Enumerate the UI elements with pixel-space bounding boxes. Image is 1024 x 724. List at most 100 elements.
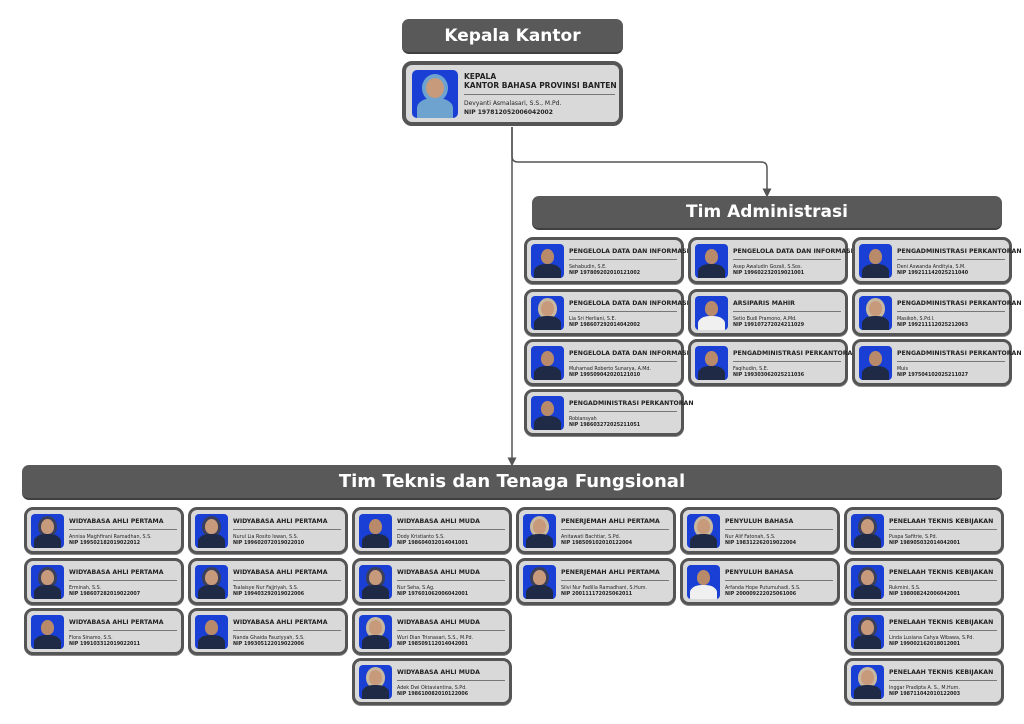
person-nip: NIP 199211142025211040 <box>897 271 969 276</box>
person-name: Deni Aswanda Andityia, S.M. <box>897 265 966 270</box>
person-photo <box>859 244 892 278</box>
person-nip: NIP 199602232019021001 <box>733 271 805 276</box>
member-card: ARSIPARIS MAHIR Setio Budi Pramono, A.Md.… <box>688 289 848 336</box>
person-nip: NIP 198610082010122006 <box>397 692 469 697</box>
position-title: ARSIPARIS MAHIR <box>733 300 841 312</box>
person-name: Muhamad Roberto Sunarya, A.Md. <box>569 367 651 372</box>
person-nip: NIP 200009222025061006 <box>725 592 797 597</box>
person-name: Nanda Ghaida Fauziyyah, S.S. <box>233 636 305 641</box>
person-photo <box>195 565 228 599</box>
person-name: Masikoh, S.Pd.I. <box>897 317 935 322</box>
section-header-kepala-kantor: Kepala Kantor <box>402 19 623 54</box>
member-card: WIDYABASA AHLI MUDA Wuri Dian Trisnasari,… <box>352 608 512 655</box>
person-photo <box>195 514 228 548</box>
position-title: PENGADMINISTRASI PERKANTORAN <box>897 350 1022 362</box>
person-nip: NIP 198607282019022007 <box>69 592 141 597</box>
person-photo <box>695 346 728 380</box>
person-nip: NIP 200111172025062011 <box>561 592 633 597</box>
position-title: PENGELOLA DATA DAN INFORMASI <box>733 248 853 260</box>
position-title: KEPALA <box>464 72 497 81</box>
position-title: PENELAAH TEKNIS KEBIJAKAN <box>889 619 997 631</box>
position-title: PENGELOLA DATA DAN INFORMASI <box>569 248 689 260</box>
person-nip: NIP 198603272025211051 <box>569 423 641 428</box>
person-name: Setio Budi Pramono, A.Md. <box>733 317 797 322</box>
member-card: PENELAAH TEKNIS KEBIJAKAN Puspa Safitrie,… <box>844 507 1004 554</box>
position-title: PENELAAH TEKNIS KEBIJAKAN <box>889 518 997 530</box>
position-title: PENGADMINISTRASI PERKANTORAN <box>897 300 1022 312</box>
position-title: WIDYABASA AHLI PERTAMA <box>69 518 177 530</box>
person-name: Lia Sri Herliani, S.E. <box>569 317 617 322</box>
person-nip: NIP 197504102025211027 <box>897 373 969 378</box>
person-photo <box>531 396 564 430</box>
member-card: WIDYABASA AHLI PERTAMA Nurul Lia Rosito I… <box>188 507 348 554</box>
person-name: Asep Awaludin Gozali, S.Sos. <box>733 265 802 270</box>
person-nip: NIP 197809202010121002 <box>569 271 641 276</box>
member-card: PENGADMINISTRASI PERKANTORAN Masikoh, S.P… <box>852 289 1022 336</box>
person-nip: NIP 198312262019022004 <box>725 541 797 546</box>
position-title: PENERJEMAH AHLI PERTAMA <box>561 569 669 581</box>
person-photo <box>359 565 392 599</box>
person-name: Nurul Lia Rosito Iswan, S.S. <box>233 535 299 540</box>
person-name: Devyanti Asmalasari, S.S., M.Pd. <box>464 100 562 107</box>
member-card: PENGADMINISTRASI PERKANTORAN Faqihudin, S… <box>688 339 858 386</box>
person-photo <box>31 565 64 599</box>
person-nip: NIP 198509112014042001 <box>397 642 469 647</box>
position-title: WIDYABASA AHLI MUDA <box>397 619 505 631</box>
person-photo <box>359 514 392 548</box>
person-photo <box>531 296 564 330</box>
member-card: PENERJEMAH AHLI PERTAMA Silvi Nur Fadilla… <box>516 558 676 605</box>
person-photo <box>695 244 728 278</box>
person-name: Robiansyah <box>569 417 597 422</box>
person-nip: NIP 198905032014042001 <box>889 541 961 546</box>
person-nip: NIP 198509102010122004 <box>561 541 633 546</box>
person-photo <box>195 615 228 649</box>
person-nip: NIP 199211112025212063 <box>897 323 969 328</box>
person-nip: NIP 198607292014042002 <box>569 323 641 328</box>
position-title: WIDYABASA AHLI MUDA <box>397 518 505 530</box>
position-title: PENGADMINISTRASI PERKANTORAN <box>897 248 1022 260</box>
person-name: Puspa Safitrie, S.Pd. <box>889 535 938 540</box>
person-nip: NIP 198711042010122003 <box>889 692 961 697</box>
person-photo <box>851 665 884 699</box>
person-nip: NIP 199303062025211036 <box>733 373 805 378</box>
person-name: Faqihudin, S.E. <box>733 367 769 372</box>
position-title: PENGADMINISTRASI PERKANTORAN <box>733 350 858 362</box>
person-nip: NIP 199103312019022011 <box>69 642 141 647</box>
person-name: Inggar Pradipta A. S., M.Hum. <box>889 686 960 691</box>
position-title: WIDYABASA AHLI PERTAMA <box>233 518 341 530</box>
person-name: Wuri Dian Trisnasari, S.S., M.Pd. <box>397 636 474 641</box>
person-name: Nur Seha, S.Ag. <box>397 586 435 591</box>
position-title: PENELAAH TEKNIS KEBIJAKAN <box>889 669 997 681</box>
member-card: PENELAAH TEKNIS KEBIJAKAN Inggar Pradipta… <box>844 658 1004 705</box>
person-photo <box>531 244 564 278</box>
person-name: Tsalaisye Nur Fajjriyah, S.S. <box>233 586 299 591</box>
person-nip: NIP 199602072019022010 <box>233 541 305 546</box>
person-nip: NIP 199502182019022012 <box>69 541 141 546</box>
member-card: PENGELOLA DATA DAN INFORMASI Asep Awaludi… <box>688 237 853 284</box>
person-nip: NIP 199107272024211029 <box>733 323 805 328</box>
person-photo <box>859 346 892 380</box>
person-name: Annisa Maghfirani Ramadhan, S.S. <box>69 535 152 540</box>
position-title: PENERJEMAH AHLI PERTAMA <box>561 518 669 530</box>
person-name: Erminah, S.S. <box>69 586 102 591</box>
person-name: Rukmini, S.S. <box>889 586 921 591</box>
person-photo <box>31 615 64 649</box>
person-name: Linda Lusiana Cahya Wibawa, S.Pd. <box>889 636 974 641</box>
person-nip: NIP 199403292019022006 <box>233 592 305 597</box>
person-photo <box>851 565 884 599</box>
person-name: Silvi Nur Fadilla Ramadhani, S.Hum. <box>561 586 647 591</box>
position-title: WIDYABASA AHLI PERTAMA <box>69 569 177 581</box>
head-of-office-card: KEPALA KANTOR BAHASA PROVINSI BANTEN Dev… <box>402 61 623 126</box>
